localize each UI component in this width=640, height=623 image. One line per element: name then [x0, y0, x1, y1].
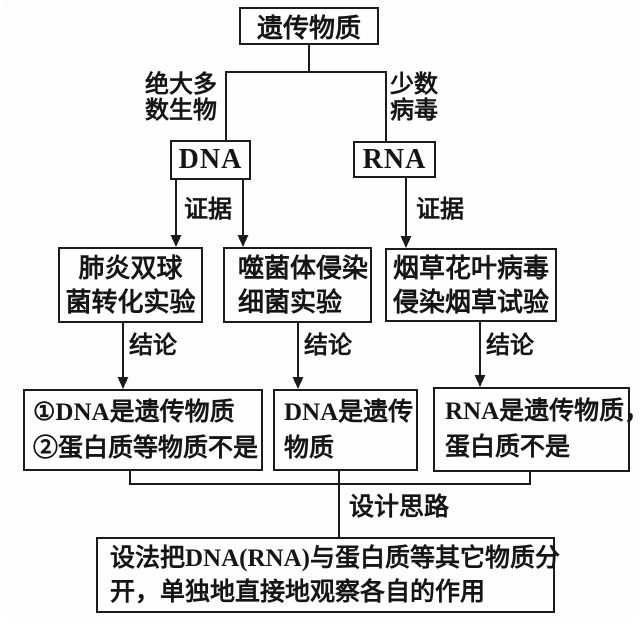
text-line: 肺炎双球	[78, 254, 183, 283]
node-label: RNA	[362, 143, 427, 175]
text-line: DNA是遗传	[284, 399, 414, 426]
label-conclusion-right: 结论	[486, 333, 534, 359]
label-line: 数生物	[145, 98, 217, 124]
node-genetic-material: 遗传物质	[239, 7, 379, 45]
arrowhead	[400, 236, 412, 248]
label-conclusion-left: 结论	[129, 333, 177, 359]
node-experiment-phage-infection: 噬菌体侵染 细菌实验	[223, 247, 372, 323]
label-design-approach: 设计思路	[349, 494, 450, 521]
text-line: 开，单独地直接地观察各自的作用	[110, 579, 486, 606]
node-conclusion-dna-genetic-material: DNA是遗传 物质	[273, 389, 418, 471]
node-rna: RNA	[353, 141, 436, 178]
node-summary-design-approach: 设法把DNA(RNA)与蛋白质等其它物质分 开，单独地直接地观察各自的作用	[96, 537, 560, 613]
text-line: 侵染烟草试验	[392, 288, 549, 317]
text-line: 菌转化实验	[65, 288, 196, 317]
text-line: ①DNA是遗传物质	[33, 399, 235, 426]
label-evidence-dna: 证据	[184, 197, 232, 223]
text-line: RNA是遗传物质，	[445, 398, 640, 425]
node-label: DNA	[178, 144, 243, 175]
arrowhead	[117, 377, 129, 389]
label-conclusion-mid: 结论	[304, 333, 352, 359]
node-dna: DNA	[170, 140, 251, 180]
text-line: 噬菌体侵染	[238, 254, 369, 283]
text-line: 蛋白质不是	[445, 434, 571, 461]
text-line: 物质	[284, 435, 335, 462]
text-line: 烟草花叶病毒	[392, 254, 549, 283]
text-line: ②蛋白质等物质不是	[33, 435, 259, 462]
label-branch-majority-organisms: 绝大多 数生物	[145, 72, 217, 124]
arrowhead	[474, 375, 486, 387]
arrowhead	[237, 235, 249, 247]
label-branch-few-viruses: 少数 病毒	[390, 72, 438, 124]
node-experiment-tobacco-mosaic-virus: 烟草花叶病毒 侵染烟草试验	[385, 248, 557, 322]
label-line: 病毒	[390, 98, 438, 124]
node-conclusion-rna-genetic-material: RNA是遗传物质， 蛋白质不是	[433, 387, 640, 472]
node-conclusion-dna-and-protein-not: ①DNA是遗传物质 ②蛋白质等物质不是	[23, 389, 263, 471]
arrowhead	[292, 377, 304, 389]
node-label: 遗传物质	[256, 13, 361, 43]
arrowhead	[170, 235, 182, 247]
text-line: 设法把DNA(RNA)与蛋白质等其它物质分	[110, 545, 560, 572]
node-experiment-pneumococcus-transformation: 肺炎双球 菌转化实验	[58, 247, 203, 323]
label-line: 少数	[390, 72, 438, 98]
label-line: 绝大多	[145, 72, 217, 98]
label-evidence-rna: 证据	[416, 197, 464, 223]
text-line: 细菌实验	[238, 288, 343, 317]
